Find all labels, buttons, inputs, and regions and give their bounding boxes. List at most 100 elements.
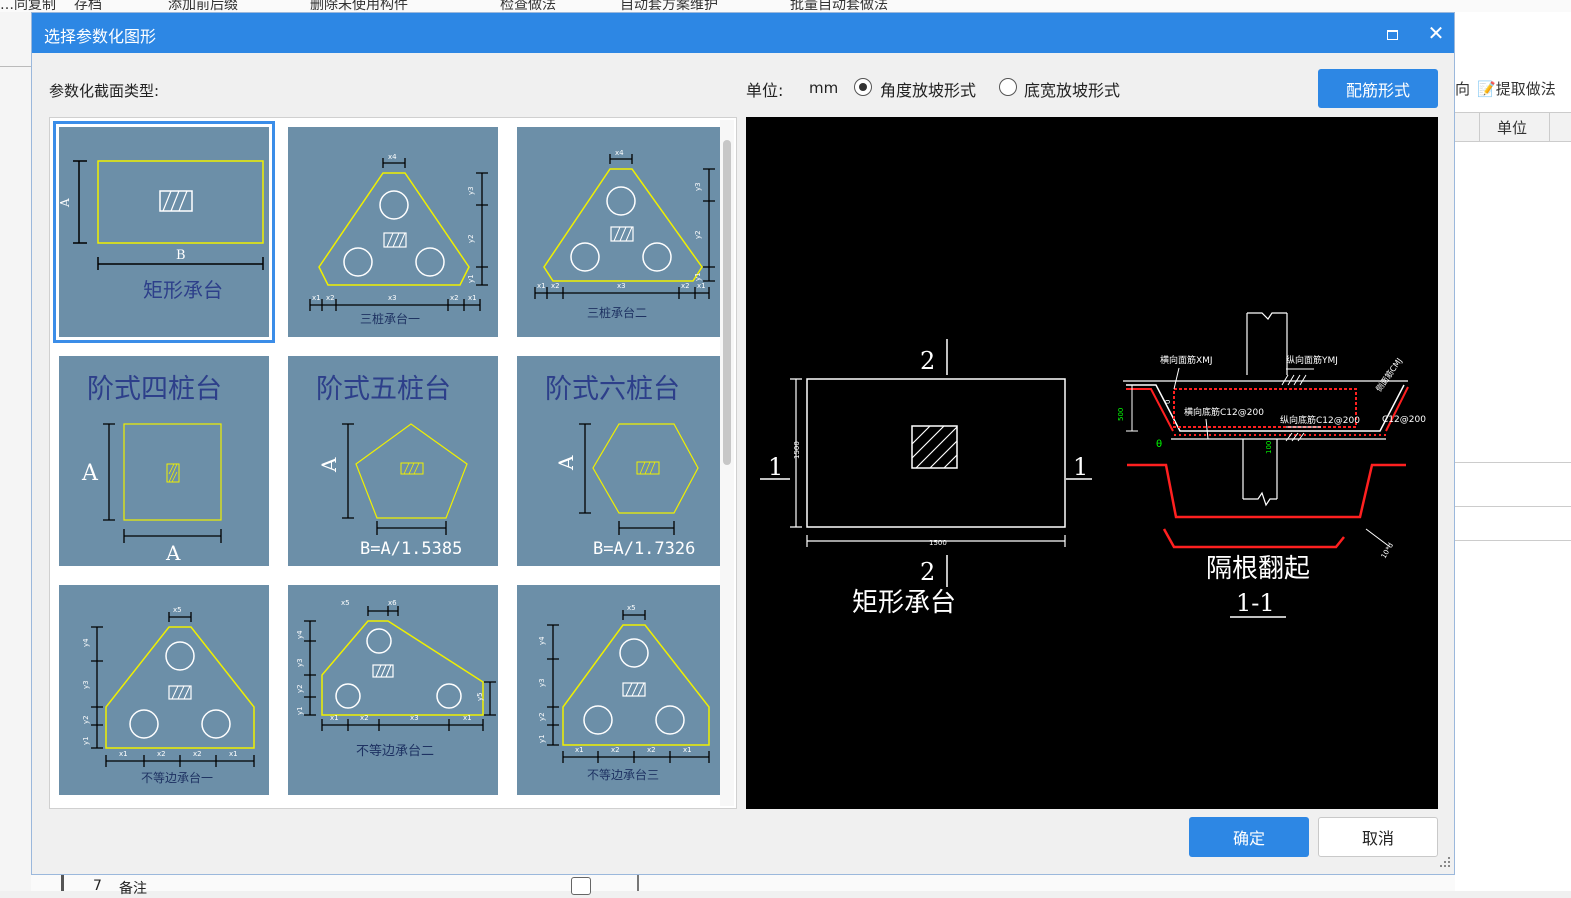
rect-cap-diagram: A B 矩形承台 <box>59 160 264 302</box>
plan-height-label: 1500 <box>793 441 801 459</box>
svg-text:x6: x6 <box>388 599 397 607</box>
step-six-pile-diagram: 阶式六桩台 A B=A/1.7326 <box>545 374 699 559</box>
svg-text:x1: x1 <box>575 746 584 754</box>
row-label: 备注 <box>119 881 147 897</box>
svg-text:x1: x1 <box>697 282 706 290</box>
gallery-scrollbar[interactable] <box>720 120 734 806</box>
plan-width-label: 1500 <box>929 539 947 547</box>
radio-angle-slope-label[interactable]: 角度放坡形式 <box>880 81 977 100</box>
section-view: 10*d 500 0 100 θ 横向面筋XMJ 纵向面筋YMJ 侧面筋CMJ … <box>1117 312 1426 618</box>
background-bottom-row: 7 备注 <box>31 875 1455 897</box>
svg-text:y1: y1 <box>296 706 304 715</box>
grid-line <box>1455 506 1571 507</box>
extract-method-button[interactable]: 📝提取做法 <box>1477 80 1556 98</box>
svg-text:y3: y3 <box>82 680 90 689</box>
grid-line <box>1455 540 1571 541</box>
tile-three-pile-cap-1[interactable]: x4 y3 y2 y1 x1 x2 x3 x2 x1 三桩承台一 <box>288 127 498 337</box>
svg-text:x2: x2 <box>360 714 369 722</box>
toolbar-item-auto-scheme[interactable]: 自动套方案维护 <box>620 0 718 13</box>
svg-text:x2: x2 <box>681 282 690 290</box>
gallery-scrollbar-thumb[interactable] <box>723 140 731 465</box>
radio-angle-slope[interactable] <box>854 78 872 96</box>
toolbar-item-batch-auto[interactable]: 批量自动套做法 <box>790 0 888 13</box>
svg-text:y2: y2 <box>538 712 546 721</box>
svg-text:y4: y4 <box>296 630 304 639</box>
svg-text:x1: x1 <box>683 746 692 754</box>
row-index: 7 <box>93 878 102 894</box>
radio-bottom-width-slope-label[interactable]: 底宽放坡形式 <box>1024 81 1121 100</box>
svg-text:x2: x2 <box>326 294 335 302</box>
lbl-bottom-longitudinal: 纵向底筋C12@200 <box>1280 414 1360 426</box>
tile-caption: 阶式四桩台 <box>87 374 222 405</box>
unit-label: 单位: <box>746 81 784 100</box>
svg-text:x1: x1 <box>312 294 321 302</box>
maximize-icon <box>1387 30 1398 40</box>
ok-button[interactable]: 确定 <box>1189 817 1309 857</box>
dialog-title: 选择参数化图形 <box>44 27 157 46</box>
svg-text:x3: x3 <box>617 282 626 290</box>
tile-unequal-cap-3[interactable]: x5 y4 y3 y2 y1 x1 x2 x2 x1 不等边承台三 <box>517 585 727 795</box>
tile-stepped-four-pile[interactable]: 阶式四桩台 A A <box>59 356 269 566</box>
dialog-titlebar[interactable]: 选择参数化图形 ✕ <box>32 13 1454 53</box>
maximize-button[interactable] <box>1384 25 1400 41</box>
toolbar-item-prefix[interactable]: 添加前后缀 <box>168 0 238 13</box>
three-pile-2-diagram: x4 y3 y2 y1 x1 x2 x3 x2 x1 三桩承台二 <box>534 149 715 320</box>
svg-text:A: A <box>59 198 72 208</box>
step-five-pile-diagram: 阶式五桩台 A B=A/1.5385 <box>316 374 468 559</box>
row-checkbox[interactable] <box>571 877 591 895</box>
three-pile-1-diagram: x4 y3 y2 y1 x1 x2 x3 x2 x1 三桩承台一 <box>309 153 488 326</box>
step-four-pile-diagram: 阶式四桩台 A A <box>81 374 222 565</box>
tile-unequal-cap-1[interactable]: x5 y4 y3 y2 y1 x1 x2 x2 x1 不等边承台一 <box>59 585 269 795</box>
resize-grip-icon[interactable] <box>1438 855 1452 869</box>
svg-text:x1: x1 <box>468 294 477 302</box>
svg-text:y2: y2 <box>82 715 90 724</box>
svg-text:x2: x2 <box>157 750 166 758</box>
shape-preview: 2 2 1 1 1500 1500 矩形承台 <box>746 117 1438 809</box>
rebar-form-button[interactable]: 配筋形式 <box>1318 69 1438 108</box>
background-right-toolbar: 向 📝提取做法 <box>1455 74 1571 104</box>
svg-text:y3: y3 <box>467 186 475 195</box>
unit-value: mm <box>809 79 839 97</box>
svg-text:x1: x1 <box>330 714 339 722</box>
svg-text:y3: y3 <box>538 678 546 687</box>
close-button[interactable]: ✕ <box>1424 19 1448 47</box>
grid-header-unit[interactable]: 单位 <box>1497 119 1528 137</box>
section-type-label: 参数化截面类型: <box>49 82 160 100</box>
svg-text:y3: y3 <box>694 182 702 191</box>
tile-stepped-five-pile[interactable]: 阶式五桩台 A B=A/1.5385 <box>288 356 498 566</box>
svg-text:y2: y2 <box>296 684 304 693</box>
lbl-top-transverse: 横向面筋XMJ <box>1160 354 1213 366</box>
svg-text:y3: y3 <box>296 658 304 667</box>
toolbar-item-save[interactable]: 存档 <box>74 0 102 13</box>
cancel-button[interactable]: 取消 <box>1318 817 1438 857</box>
svg-text:x5: x5 <box>341 599 350 607</box>
tile-stepped-six-pile[interactable]: 阶式六桩台 A B=A/1.7326 <box>517 356 727 566</box>
tile-rect-cap[interactable]: A B 矩形承台 <box>53 121 275 343</box>
section-mark-bottom: 2 <box>920 558 935 586</box>
section-offset-label: 0 <box>1164 400 1172 404</box>
toolbar-item-copy[interactable]: …同复制 <box>0 0 56 13</box>
background-left-strip <box>0 12 31 891</box>
svg-text:B=A/1.5385: B=A/1.5385 <box>360 539 462 559</box>
svg-text:y4: y4 <box>82 638 90 647</box>
svg-text:x1: x1 <box>537 282 546 290</box>
radio-bottom-width-slope[interactable] <box>999 78 1017 96</box>
section-offset2-label: 100 <box>1265 441 1273 454</box>
tile-caption: 不等边承台三 <box>587 767 659 782</box>
svg-text:A: A <box>554 455 578 471</box>
toolbar-item-check[interactable]: 检查做法 <box>500 0 556 13</box>
tile-caption: 矩形承台 <box>143 278 223 302</box>
tile-three-pile-cap-2[interactable]: x4 y3 y2 y1 x1 x2 x3 x2 x1 三桩承台二 <box>517 127 727 337</box>
svg-text:x4: x4 <box>615 149 624 157</box>
svg-text:x1: x1 <box>463 714 472 722</box>
toolbar-item-delete-unused[interactable]: 删除未使用构件 <box>310 0 408 13</box>
svg-text:y1: y1 <box>538 734 546 743</box>
svg-text:x3: x3 <box>410 714 419 722</box>
svg-text:y5: y5 <box>476 692 484 701</box>
tile-unequal-cap-2[interactable]: x5 x6 y4 y3 y2 y1 y5 x1 x2 x3 x1 不等边承台二 <box>288 585 498 795</box>
tool-icon-fragment: 向 <box>1455 80 1471 98</box>
svg-text:y1: y1 <box>82 736 90 745</box>
svg-text:x5: x5 <box>173 606 182 614</box>
grid-line <box>1455 462 1571 463</box>
section-name: 1-1 <box>1236 589 1275 617</box>
